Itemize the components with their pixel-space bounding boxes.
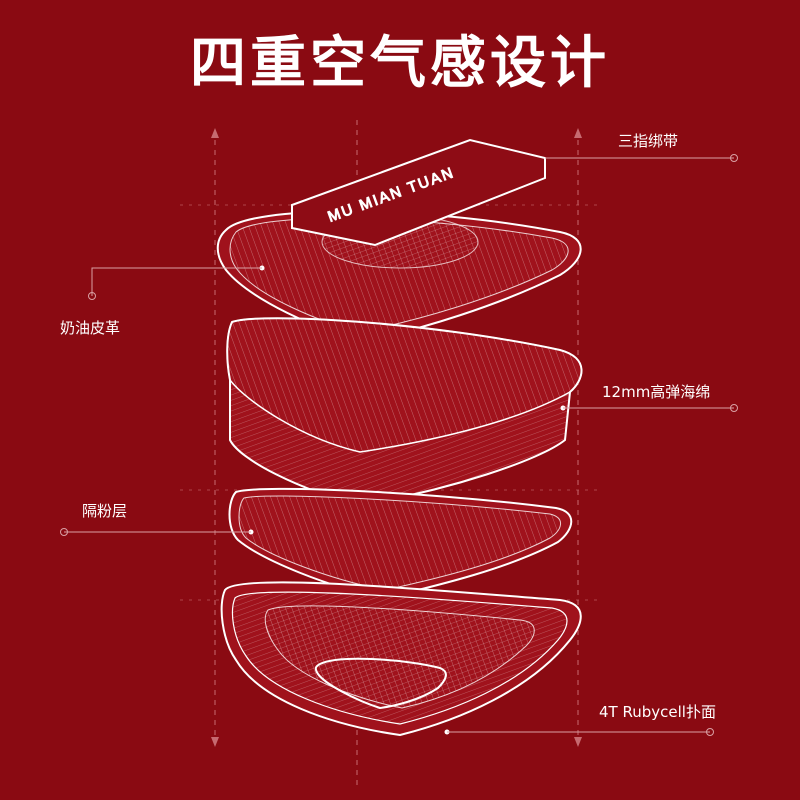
strap-band: MU MIAN TUAN xyxy=(291,138,546,247)
callout-dot-leather xyxy=(88,292,96,300)
arrow-up-right-icon xyxy=(574,128,582,138)
page-title: 四重空气感设计 xyxy=(190,31,610,96)
label-cream-leather: 奶油皮革 xyxy=(60,319,121,337)
label-rubycell-surface: 4T Rubycell扑面 xyxy=(599,703,716,721)
callout-line-leather xyxy=(91,267,262,296)
label-three-finger-strap: 三指绑带 xyxy=(618,132,679,150)
powder-barrier-layer xyxy=(228,487,573,600)
arrow-up-left-icon xyxy=(211,128,219,138)
callout-dot-surface xyxy=(706,728,714,736)
callouts xyxy=(60,154,738,736)
label-powder-barrier: 隔粉层 xyxy=(82,502,128,520)
callout-dot-sponge xyxy=(730,404,738,412)
puff-surface-layer xyxy=(220,581,582,737)
sponge-layer xyxy=(226,317,583,507)
arrow-down-left-icon xyxy=(211,737,219,747)
arrow-down-right-icon xyxy=(574,737,582,747)
leather-layer xyxy=(216,210,582,344)
callout-dot-powder xyxy=(60,528,68,536)
label-high-elastic-sponge: 12mm高弹海绵 xyxy=(602,383,711,401)
callout-dot-straps xyxy=(730,154,738,162)
